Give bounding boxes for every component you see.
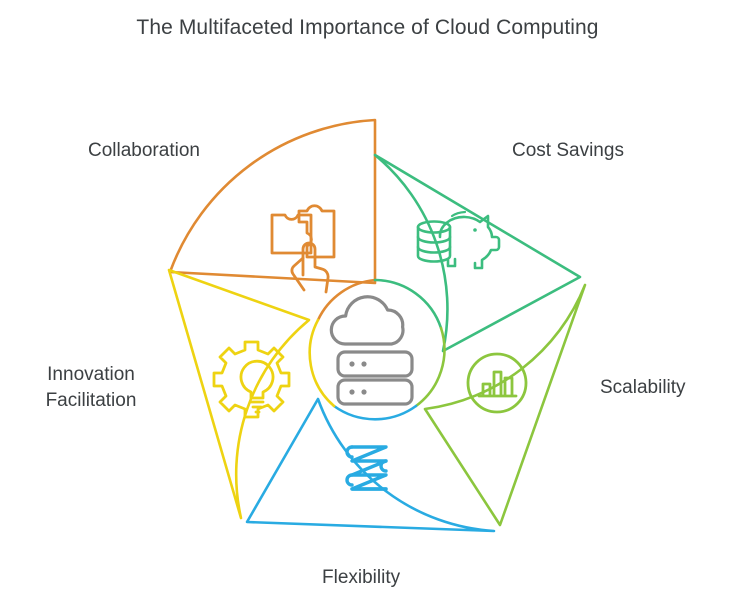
- center-ring-arc-cost-savings: [373, 278, 443, 330]
- petal-scalability[interactable]: [423, 283, 587, 527]
- piggy-bank-coins-icon: [416, 210, 501, 270]
- center-ring-arc-collaboration: [316, 278, 377, 322]
- spring-coil-icon: [345, 445, 388, 491]
- petal-innovation-facilitation[interactable]: [167, 268, 311, 520]
- segment-label-cost-savings: Cost Savings: [512, 140, 624, 161]
- page-title: The Multifaceted Importance of Cloud Com…: [136, 16, 599, 39]
- center-ring-arc-flexibility: [332, 404, 418, 421]
- bar-chart-circle-icon: [466, 352, 528, 414]
- segment-label-scalability: Scalability: [600, 377, 686, 398]
- gear-lightbulb-icon: [212, 340, 291, 419]
- puzzle-hand-icon: [270, 204, 336, 294]
- petal-collaboration[interactable]: [168, 118, 377, 285]
- cloud-server-icon: [329, 295, 414, 406]
- center-circle-ring: [308, 278, 446, 421]
- center-ring-arc-innovation: [308, 318, 336, 408]
- segment-label-innovation-facilitation: Innovation Facilitation: [45, 364, 137, 411]
- petal-flexibility[interactable]: [245, 397, 496, 533]
- segment-label-flexibility: Flexibility: [322, 567, 401, 588]
- petal-cost-savings[interactable]: [373, 153, 582, 353]
- center-ring-arc-scalability: [414, 326, 446, 408]
- segment-label-collaboration: Collaboration: [88, 140, 200, 161]
